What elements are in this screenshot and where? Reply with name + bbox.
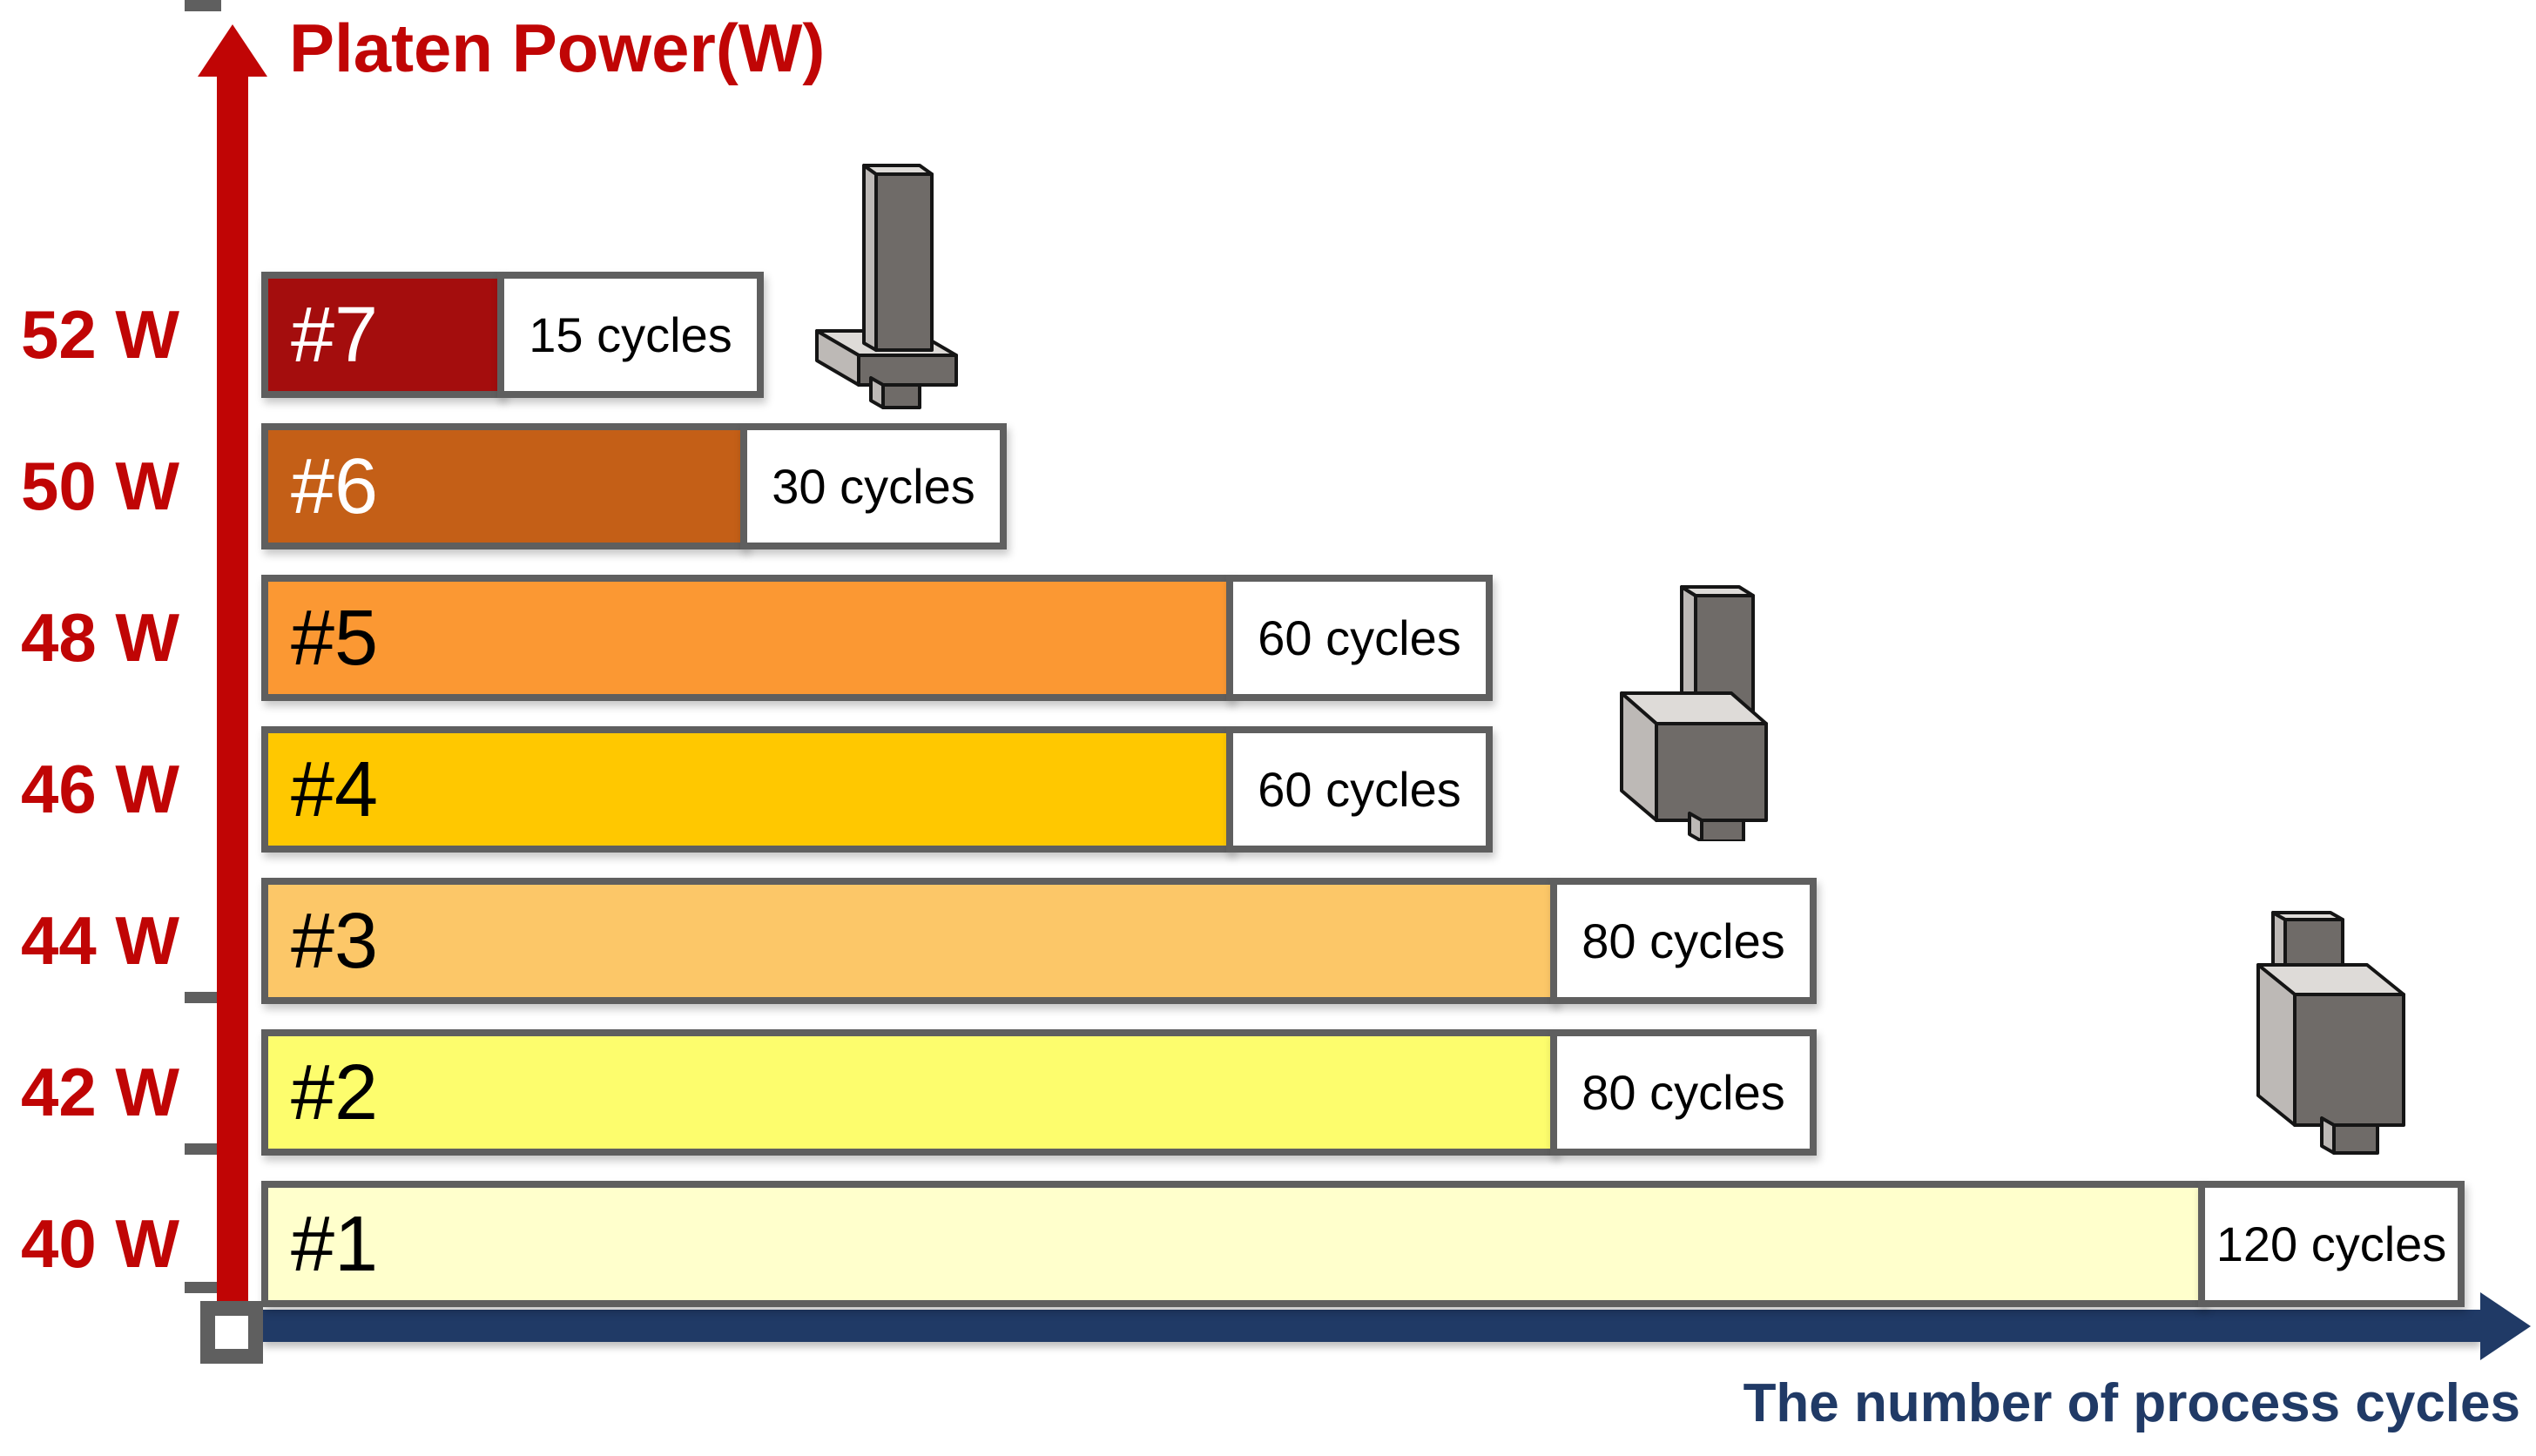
origin-marker (200, 1301, 263, 1364)
tool-pin-short-on-block-icon (2256, 911, 2405, 1155)
bar-name-label: #6 (291, 442, 379, 530)
tool-pin-tall-on-plate-icon (815, 164, 958, 409)
cycles-value-box: 80 cycles (1550, 878, 1817, 1004)
cycles-value-box: 120 cycles (2198, 1181, 2465, 1307)
x-axis-line (263, 1310, 2480, 1342)
bar-row-4: #4 60 cycles (261, 726, 2465, 853)
bar-row-2: #2 80 cycles (261, 1029, 2465, 1156)
bar-fill: #4 (261, 726, 1233, 853)
tick-mark (185, 992, 221, 1003)
x-axis-arrow-icon (2480, 1292, 2531, 1360)
y-axis-title: Platen Power(W) (289, 10, 826, 86)
bar-name-label: #4 (291, 745, 379, 833)
bar-rows: #7 15 cycles #6 30 cycles #5 60 cycles #… (261, 272, 2465, 1332)
y-tick-label-40w: 40 W (20, 1205, 179, 1282)
tick-mark (185, 0, 221, 11)
tool-pin-medium-on-cube-icon (1620, 585, 1768, 841)
bar-row-6: #6 30 cycles (261, 423, 2465, 549)
bar-name-label: #5 (291, 594, 379, 682)
bar-row-5: #5 60 cycles (261, 575, 2465, 701)
x-axis-title: The number of process cycles (1743, 1373, 2520, 1433)
y-axis-arrow-icon (198, 24, 267, 77)
bar-fill: #6 (261, 423, 747, 549)
bar-row-7: #7 15 cycles (261, 272, 2465, 398)
bar-row-3: #3 80 cycles (261, 878, 2465, 1004)
bar-row-1: #1 120 cycles (261, 1181, 2465, 1307)
bar-fill: #1 (261, 1181, 2205, 1307)
cycles-value-box: 80 cycles (1550, 1029, 1817, 1156)
cycles-value-box: 60 cycles (1226, 726, 1493, 853)
y-tick-label-42w: 42 W (20, 1054, 179, 1130)
bar-fill: #3 (261, 878, 1557, 1004)
y-tick-label-46w: 46 W (20, 751, 179, 827)
y-tick-labels: 52 W 50 W 48 W 46 W 44 W 42 W 40 W (0, 272, 179, 1332)
bar-name-label: #2 (291, 1048, 379, 1136)
y-tick-label-50w: 50 W (20, 448, 179, 524)
tick-mark (185, 1143, 221, 1155)
y-tick-label-52w: 52 W (20, 296, 179, 373)
bar-fill: #5 (261, 575, 1233, 701)
bar-fill: #7 (261, 272, 504, 398)
cycles-value-box: 30 cycles (740, 423, 1007, 549)
cycles-value-box: 60 cycles (1226, 575, 1493, 701)
cycles-value-box: 15 cycles (497, 272, 764, 398)
y-tick-label-48w: 48 W (20, 599, 179, 676)
y-axis-line (217, 73, 248, 1304)
y-tick-label-44w: 44 W (20, 902, 179, 979)
bar-name-label: #1 (291, 1200, 379, 1288)
bar-fill: #2 (261, 1029, 1557, 1156)
bar-name-label: #3 (291, 897, 379, 985)
bar-name-label: #7 (291, 291, 379, 379)
tick-mark (185, 1282, 221, 1293)
